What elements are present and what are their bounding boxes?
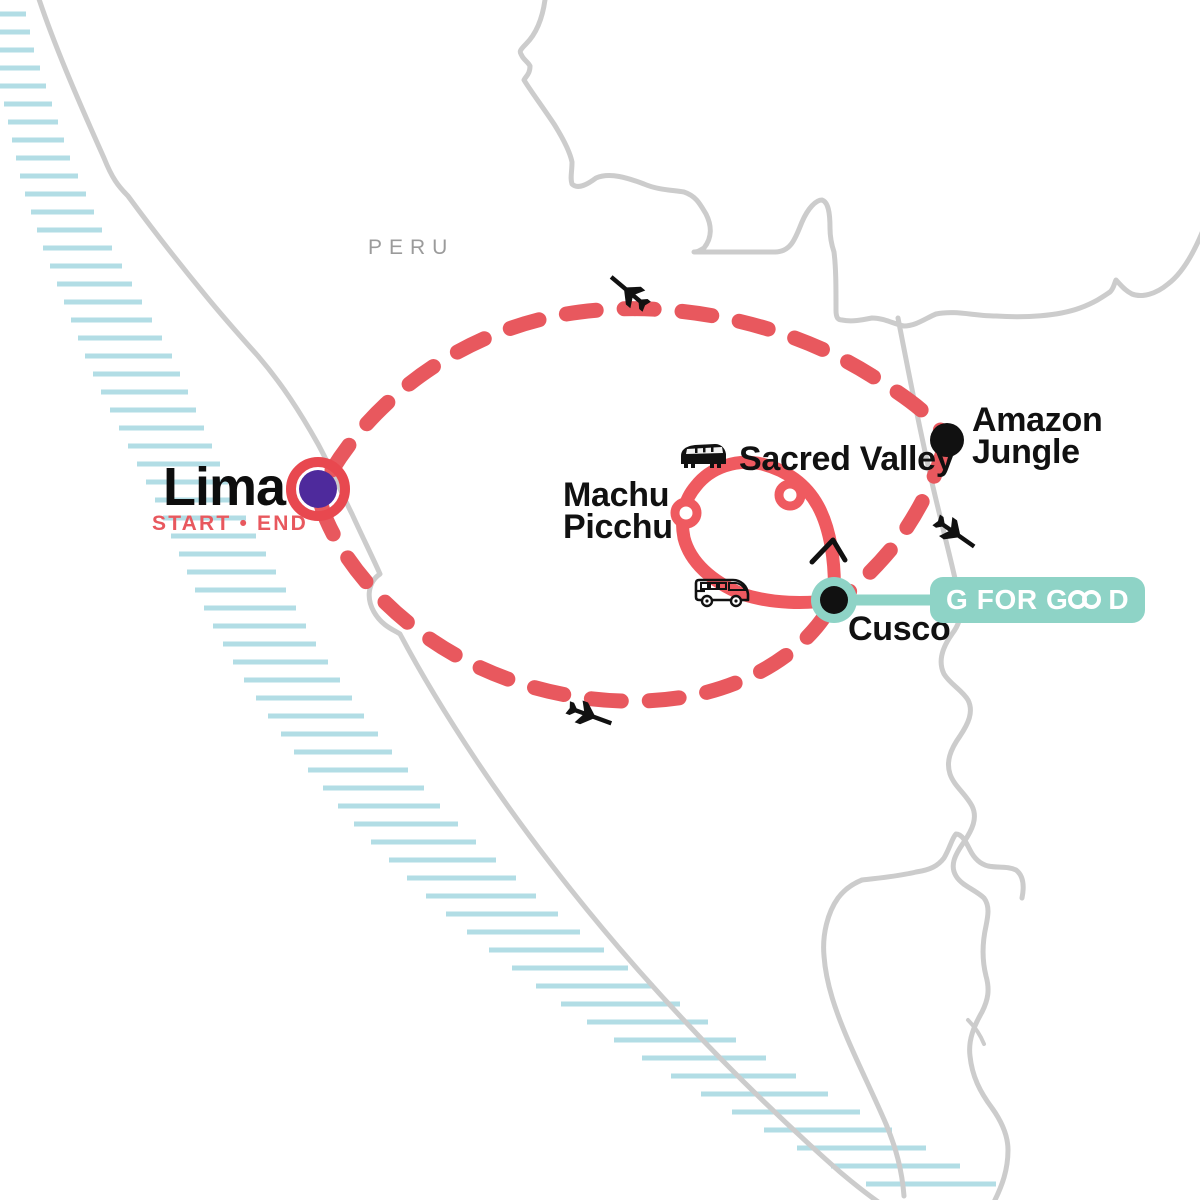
flight-route-amazon-cusco [836, 440, 952, 604]
southeast-border [859, 831, 1026, 901]
g-for-good-text-before: G FOR G [946, 584, 1069, 615]
hike-arrow-icon [809, 537, 848, 565]
g-for-good-text-after: D [1108, 584, 1130, 615]
plane-icon-east [932, 514, 976, 549]
flight-route-loop [312, 301, 952, 709]
g-for-good-badge[interactable]: G FOR G D [930, 577, 1146, 623]
flight-route-north-arc [324, 301, 952, 478]
flight-route-south-arc [312, 492, 834, 709]
coastline-hatch [0, 11, 996, 1187]
plane-icon-north [609, 275, 651, 312]
stop-marker-machu-picchu[interactable] [670, 497, 702, 529]
northeast-border [933, 231, 1200, 320]
ground-route-loop [676, 455, 841, 609]
hub-marker-cusco[interactable] [811, 577, 857, 623]
dot-marker-amazon-jungle[interactable] [930, 423, 964, 457]
south-border [821, 877, 907, 1199]
coastline-border [36, 0, 880, 1200]
plane-icon-southwest [565, 700, 613, 726]
stop-marker-sacred-valley[interactable] [774, 479, 806, 511]
train-icon [681, 444, 726, 468]
north-border [517, 0, 939, 329]
infinity-oo-icon [1068, 587, 1108, 613]
lake-outline [966, 1018, 986, 1046]
start-end-marker-lima[interactable] [286, 457, 350, 521]
bus-icon [694, 578, 750, 608]
